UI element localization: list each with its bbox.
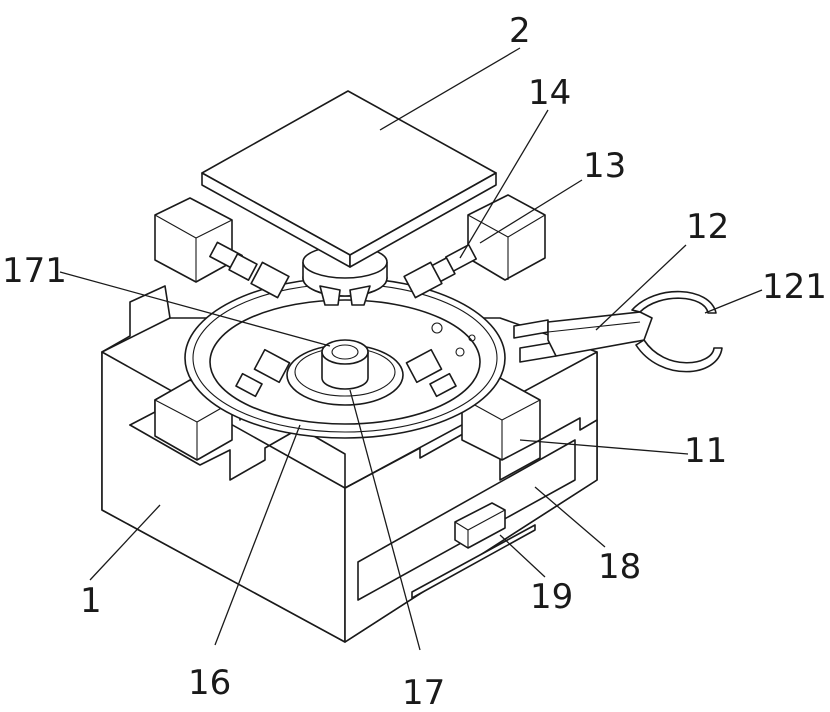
label-2: 2 bbox=[509, 11, 531, 51]
label-19: 19 bbox=[530, 577, 573, 617]
label-121: 121 bbox=[762, 267, 827, 307]
label-171: 171 bbox=[2, 251, 67, 291]
top-plate-2 bbox=[202, 91, 496, 267]
label-16: 16 bbox=[188, 663, 231, 703]
label-14: 14 bbox=[528, 73, 571, 113]
label-12: 12 bbox=[686, 207, 729, 247]
label-11: 11 bbox=[684, 431, 727, 471]
label-13: 13 bbox=[583, 146, 626, 186]
label-18: 18 bbox=[598, 547, 641, 587]
label-17: 17 bbox=[402, 673, 445, 712]
label-1: 1 bbox=[80, 581, 102, 621]
upper-block-left bbox=[155, 198, 257, 282]
